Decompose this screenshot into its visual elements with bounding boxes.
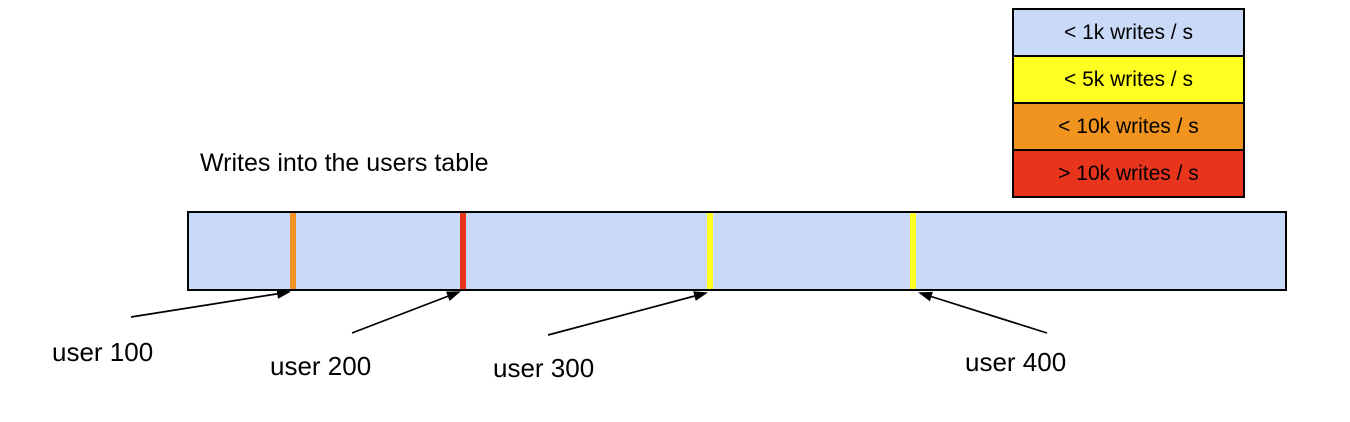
users-table-bar: [187, 211, 1287, 291]
user-label: user 100: [52, 337, 154, 367]
write-hotspot-marker-user-400: [910, 213, 916, 289]
arrow: [547, 291, 708, 336]
legend-item: < 5k writes / s: [1014, 57, 1243, 104]
write-hotspot-marker-user-100: [290, 213, 296, 289]
legend-item-label: < 10k writes / s: [1058, 114, 1199, 138]
user-label: user 400: [965, 347, 1067, 377]
diagram-title: Writes into the users table: [200, 149, 489, 177]
legend-item: < 1k writes / s: [1014, 10, 1243, 57]
write-hotspot-marker-user-300: [707, 213, 713, 289]
arrow: [351, 291, 461, 334]
user-label: user 200: [270, 351, 372, 381]
arrow: [918, 291, 1048, 334]
legend-item: > 10k writes / s: [1014, 151, 1243, 196]
legend-item: < 10k writes / s: [1014, 104, 1243, 151]
legend-item-label: < 5k writes / s: [1064, 67, 1193, 91]
legend: < 1k writes / s < 5k writes / s < 10k writ…: [1012, 8, 1245, 198]
legend-item-label: < 1k writes / s: [1064, 20, 1193, 44]
legend-item-label: > 10k writes / s: [1058, 161, 1199, 185]
arrow: [130, 288, 291, 318]
write-hotspot-marker-user-200: [460, 213, 466, 289]
user-label: user 300: [493, 353, 595, 383]
